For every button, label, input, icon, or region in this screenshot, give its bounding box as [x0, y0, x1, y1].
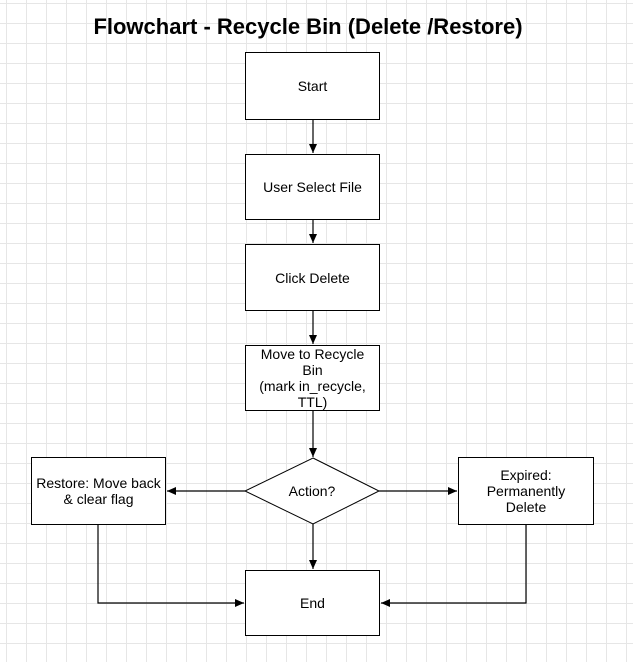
- node-end: End: [245, 570, 380, 636]
- node-restore: Restore: Move back & clear flag: [31, 457, 166, 525]
- arrow-expired-to-end: [381, 525, 527, 607]
- node-end-label: End: [300, 595, 325, 611]
- node-restore-label: Restore: Move back & clear flag: [36, 475, 161, 507]
- node-move-to-recycle-bin: Move to Recycle Bin (mark in_recycle, TT…: [245, 345, 380, 411]
- arrow-restore-to-end: [97, 525, 244, 607]
- node-expired: Expired: Permanently Delete: [458, 457, 594, 525]
- node-user-select-file: User Select File: [245, 154, 380, 220]
- node-user-select-file-label: User Select File: [263, 179, 362, 195]
- node-start-label: Start: [297, 78, 328, 94]
- decision-action-label: Action?: [288, 483, 336, 499]
- diagram-title: Flowchart - Recycle Bin (Delete /Restore…: [93, 14, 523, 39]
- node-click-delete: Click Delete: [245, 244, 380, 311]
- node-click-delete-label: Click Delete: [275, 269, 350, 286]
- node-move-to-recycle-bin-label: Move to Recycle Bin (mark in_recycle, TT…: [259, 346, 366, 410]
- node-expired-label: Expired: Permanently Delete: [486, 467, 566, 515]
- node-start: Start: [245, 52, 380, 120]
